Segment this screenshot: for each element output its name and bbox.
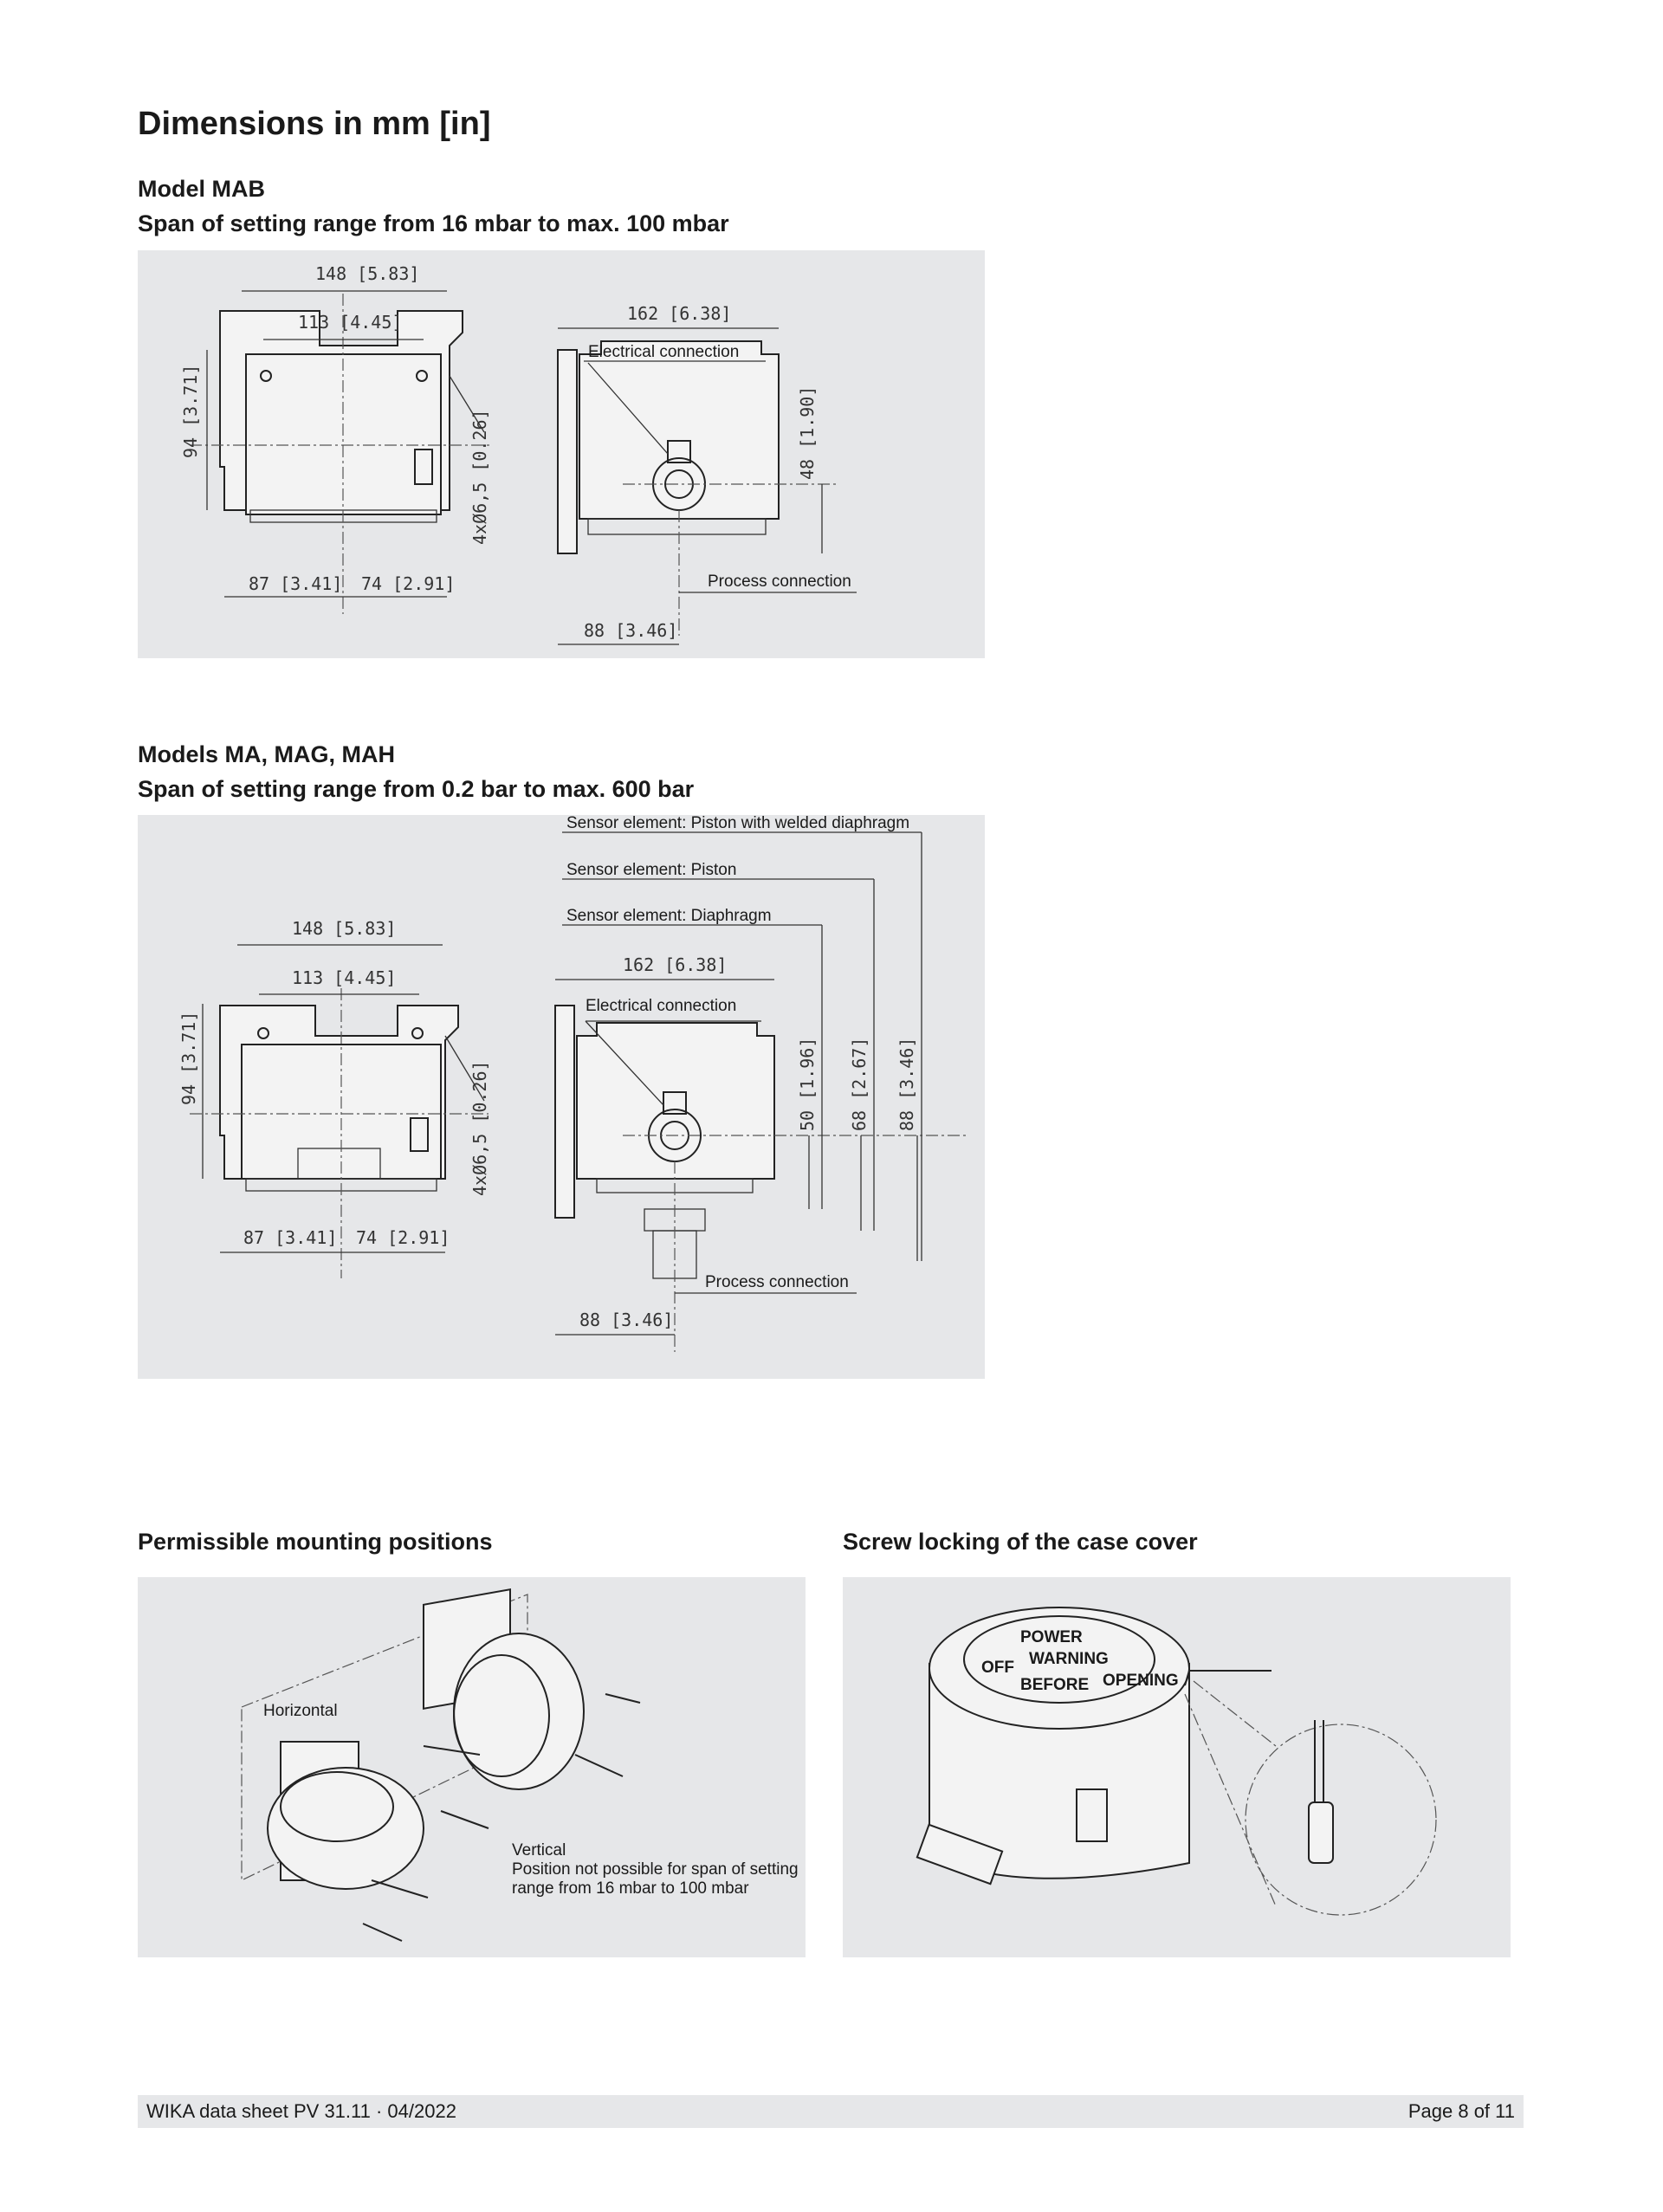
mab-front-view	[190, 290, 493, 614]
mab-dim-87: 87 [3.41]	[249, 573, 342, 594]
mab-drawing-panel: 148 [5.83] 113 [4.45] 94 [3.71] 4xØ6,5 […	[138, 250, 985, 658]
ma-label-process: Process connection	[705, 1273, 849, 1291]
ma-dim-74: 74 [2.91]	[356, 1227, 450, 1248]
mab-dim-162: 162 [6.38]	[627, 303, 731, 324]
mounting-vertical-label: Vertical	[512, 1841, 566, 1860]
ma-label-sensor-diaphragm: Sensor element: Diaphragm	[566, 907, 772, 925]
model-mab-heading: Model MAB	[138, 176, 265, 202]
vertical-device	[423, 1588, 585, 1790]
footer-datasheet: WIKA data sheet PV 31.11 · 04/2022	[146, 2100, 456, 2122]
mounting-note-line1: Position not possible for span of settin…	[512, 1860, 799, 1879]
mab-dim-48: 48 [1.90]	[797, 386, 818, 480]
ma-dim-68: 68 [2.67]	[849, 1038, 870, 1131]
allen-key	[1184, 1670, 1272, 1686]
case-body	[916, 1607, 1190, 1885]
page-title: Dimensions in mm [in]	[138, 106, 491, 142]
mounting-panel: Horizontal Vertical Position not possibl…	[138, 1577, 806, 1957]
ma-dim-94: 94 [3.71]	[178, 1012, 199, 1105]
ma-dim-50: 50 [1.96]	[797, 1038, 818, 1131]
mounting-horizontal-label: Horizontal	[263, 1702, 338, 1720]
ma-span-heading: Span of setting range from 0.2 bar to ma…	[138, 776, 695, 802]
ma-front-view	[190, 944, 489, 1278]
svg-text:WARNING: WARNING	[1029, 1650, 1109, 1668]
lock-screw	[1308, 1801, 1334, 1864]
ma-dim-holes: 4xØ6,5 [0.26]	[469, 1060, 490, 1196]
mab-label-process: Process connection	[708, 572, 851, 591]
ma-label-electrical: Electrical connection	[586, 997, 736, 1015]
screw-lock-heading: Screw locking of the case cover	[843, 1529, 1198, 1555]
mab-dim-74: 74 [2.91]	[361, 573, 455, 594]
mounting-screws	[362, 1693, 641, 1942]
ma-dim-162: 162 [6.38]	[623, 954, 727, 975]
svg-text:OFF: OFF	[981, 1659, 1014, 1677]
ma-label-sensor-piston-welded: Sensor element: Piston with welded diaph…	[566, 815, 909, 832]
mab-dimension-drawing: 148 [5.83] 113 [4.45] 94 [3.71] 4xØ6,5 […	[180, 263, 857, 645]
mab-span-heading: Span of setting range from 16 mbar to ma…	[138, 210, 729, 236]
ma-dim-88-height: 88 [3.46]	[896, 1038, 917, 1131]
ma-dimension-drawing: 148 [5.83] 113 [4.45] 94 [3.71] 4xØ6,5 […	[178, 815, 969, 1352]
ma-dim-148: 148 [5.83]	[292, 918, 396, 939]
mab-dim-94: 94 [3.71]	[180, 365, 201, 458]
footer-bar: WIKA data sheet PV 31.11 · 04/2022 Page …	[138, 2095, 1524, 2128]
horizontal-device	[267, 1741, 424, 1890]
ma-dim-87: 87 [3.41]	[243, 1227, 337, 1248]
ma-dim-113: 113 [4.45]	[292, 967, 396, 988]
zoom-circle	[1245, 1724, 1437, 1916]
mab-dim-holes: 4xØ6,5 [0.26]	[469, 409, 490, 545]
mab-dim-113: 113 [4.45]	[298, 312, 402, 333]
ma-side-view	[554, 831, 969, 1352]
svg-text:POWER: POWER	[1020, 1628, 1083, 1646]
mab-dim-148: 148 [5.83]	[315, 263, 419, 284]
mab-side-view	[557, 327, 857, 645]
svg-text:BEFORE: BEFORE	[1020, 1676, 1089, 1694]
mounting-illustration: Horizontal Vertical Position not possibl…	[241, 1588, 799, 1942]
ma-label-sensor-piston: Sensor element: Piston	[566, 861, 736, 879]
footer-page-number: Page 8 of 11	[1407, 2100, 1515, 2122]
mab-label-electrical: Electrical connection	[588, 343, 739, 361]
mounting-heading: Permissible mounting positions	[138, 1529, 493, 1555]
screw-lock-illustration: POWER WARNING OFF BEFORE OPENING	[916, 1607, 1437, 1916]
mab-dim-88: 88 [3.46]	[584, 620, 677, 641]
case-cover-text: POWER WARNING OFF BEFORE OPENING	[981, 1628, 1179, 1694]
mounting-note-line2: range from 16 mbar to 100 mbar	[512, 1879, 749, 1898]
ma-drawing-panel: 148 [5.83] 113 [4.45] 94 [3.71] 4xØ6,5 […	[138, 815, 985, 1379]
screw-lock-panel: POWER WARNING OFF BEFORE OPENING	[843, 1577, 1511, 1957]
models-ma-heading: Models MA, MAG, MAH	[138, 741, 395, 767]
ma-dim-88: 88 [3.46]	[579, 1310, 673, 1330]
svg-text:OPENING: OPENING	[1103, 1672, 1179, 1690]
